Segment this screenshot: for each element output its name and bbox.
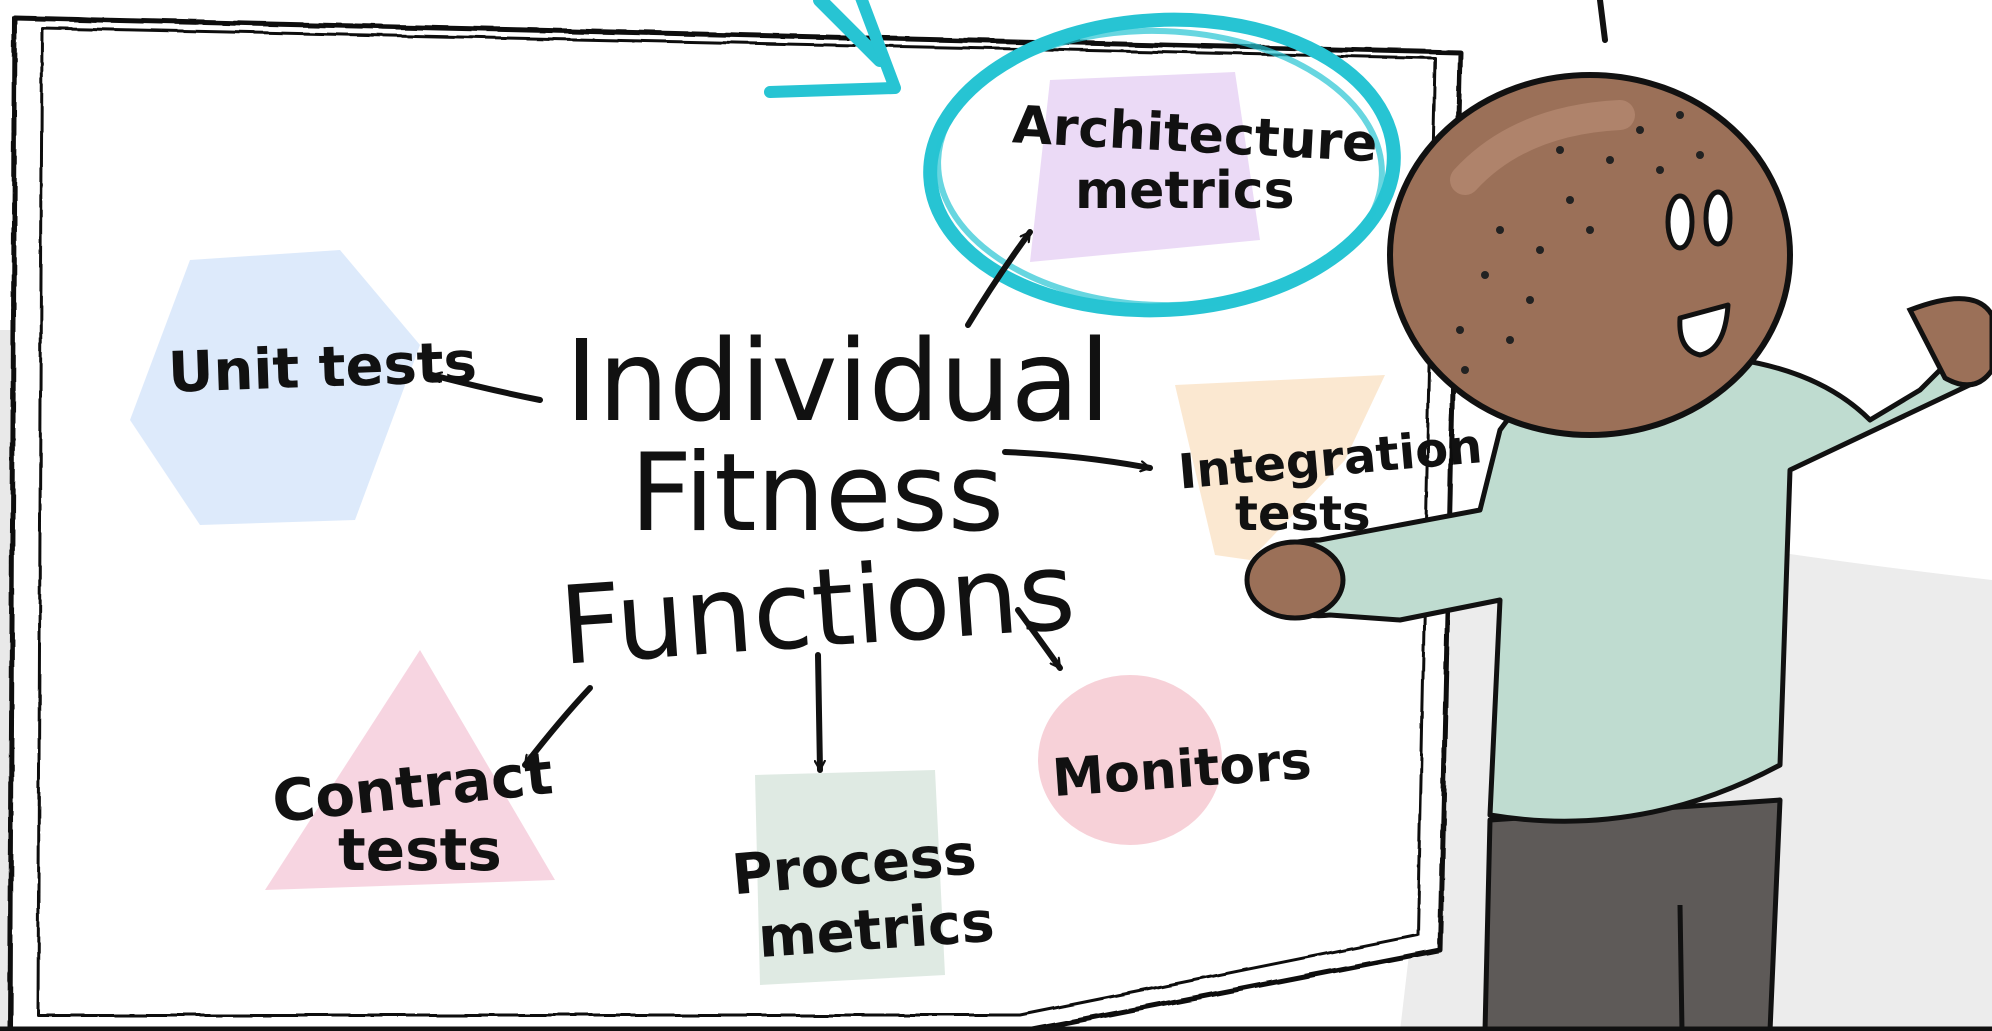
monitors-circle (1038, 675, 1222, 845)
character-right-hand (1906, 296, 1992, 388)
character-eye-left (1665, 193, 1695, 251)
architecture-metrics-shape (1030, 72, 1260, 262)
character-pants (1482, 797, 1783, 1031)
contract-tests-triangle (265, 650, 555, 890)
arrow-to-architecture-metrics (965, 229, 1033, 328)
arrow-to-contract-tests (522, 685, 593, 768)
process-metrics-square (755, 770, 945, 985)
highlight-circle (923, 12, 1401, 318)
character-eye-right (1703, 189, 1733, 247)
character-freckles (1456, 111, 1704, 374)
arrow-to-integration-tests (1002, 449, 1153, 468)
arrow-to-monitors (1015, 607, 1063, 671)
center-line-1: Individual (565, 317, 1110, 447)
highlight-arrow (764, 0, 901, 98)
unit-tests-label: Unit tests (167, 330, 478, 406)
top-stroke (1597, 0, 1608, 43)
connector-arrows (429, 229, 1153, 773)
arrow-to-unit-tests (429, 375, 543, 403)
integration-tests-shape (1175, 375, 1385, 560)
character-left-hand (1244, 539, 1346, 621)
architecture-metrics-label-2: metrics (1075, 161, 1295, 221)
arrow-to-process-metrics (818, 652, 820, 773)
character-mouth (1677, 302, 1731, 358)
presenter-character (1244, 72, 1992, 1031)
center-line-2: Fitness (630, 431, 1004, 556)
unit-tests-hexagon (130, 250, 420, 525)
contract-tests-label-2: tests (338, 816, 502, 884)
